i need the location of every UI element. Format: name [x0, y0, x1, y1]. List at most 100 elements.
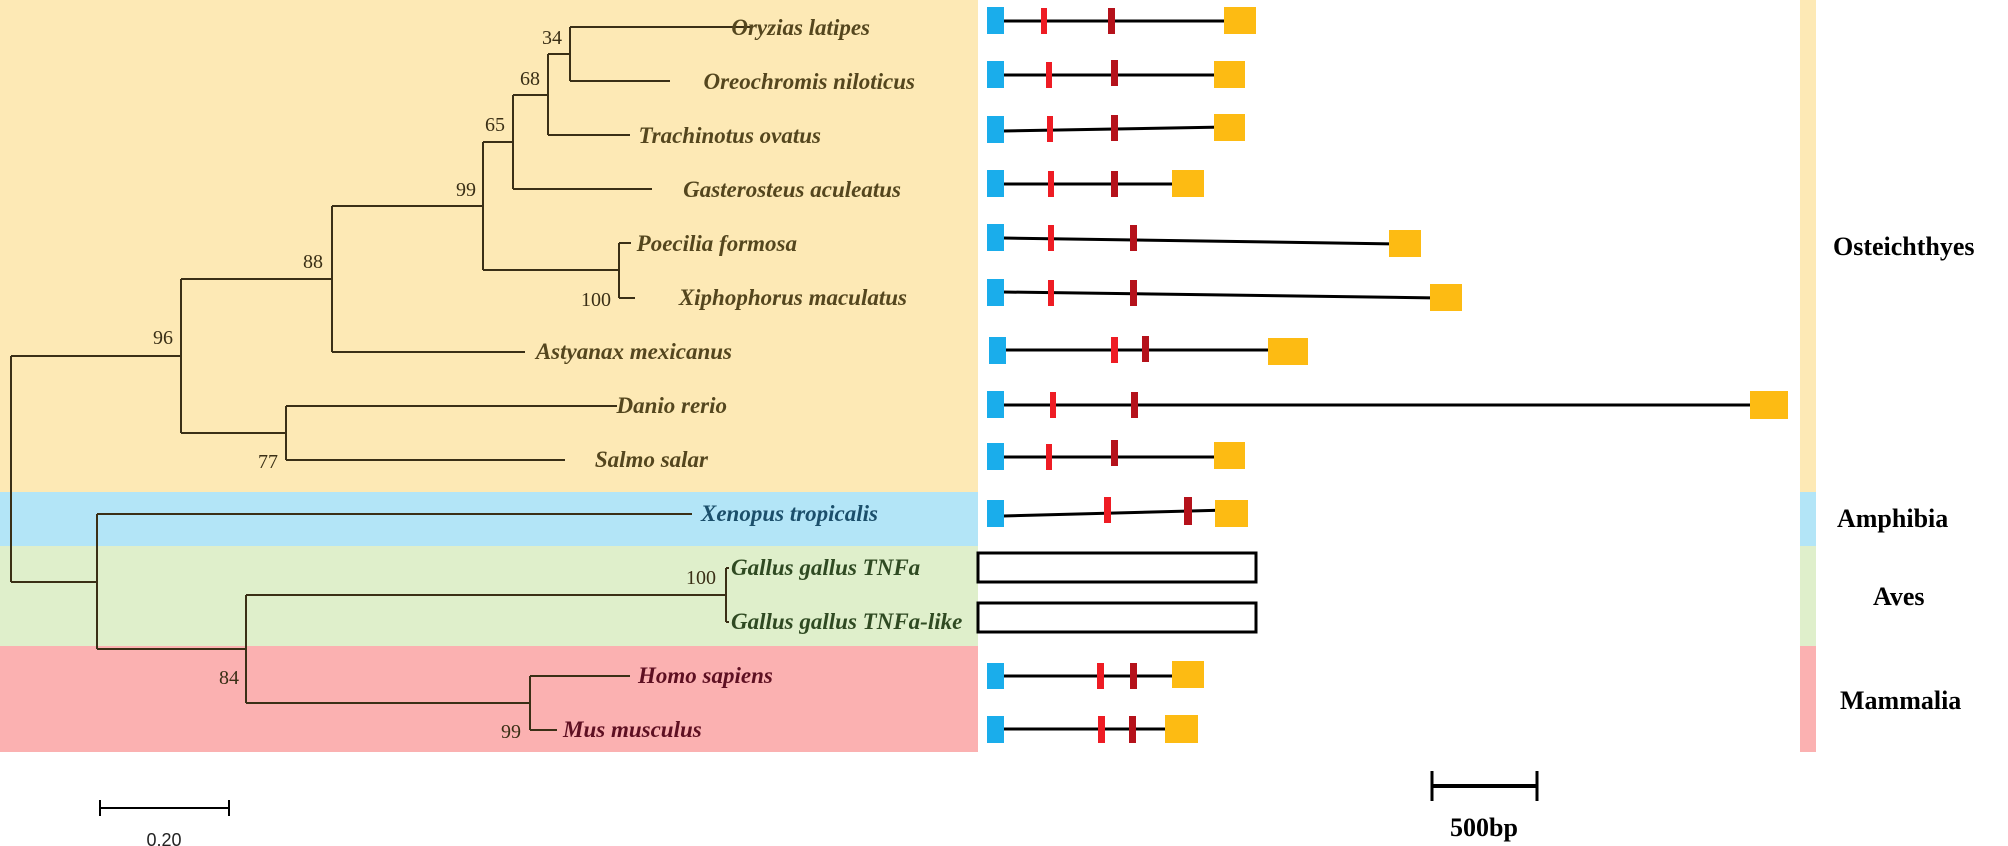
clade-label-aves: Aves — [1873, 582, 1925, 611]
gene-xenopus — [987, 497, 1248, 527]
marker-bright — [1046, 62, 1052, 88]
marker-bright — [1050, 392, 1056, 418]
gene-oreochromis — [987, 60, 1245, 88]
marker-dark — [1130, 663, 1137, 689]
species-label: Poecilia formosa — [636, 231, 797, 256]
species-labels: Oryzias latipes Oreochromis niloticus Tr… — [534, 15, 915, 526]
bootstrap-value: 99 — [456, 179, 476, 201]
species-labels-left-aligned: Gallus gallus TNFa Gallus gallus TNFa-li… — [562, 555, 962, 742]
clade-label-mammalia: Mammalia — [1840, 686, 1961, 715]
gene-scale-bar: 500bp — [1430, 771, 1539, 842]
species-label: Xenopus tropicalis — [700, 501, 878, 526]
signal-peptide — [987, 61, 1004, 88]
marker-bright — [1047, 116, 1053, 142]
gene-trachinotus — [987, 114, 1245, 143]
signal-peptide — [987, 500, 1004, 527]
tnf-domain — [1214, 442, 1245, 469]
marker-bright — [1048, 280, 1054, 306]
bootstrap-value: 84 — [219, 667, 239, 689]
marker-dark — [1111, 115, 1118, 141]
tnf-domain — [1165, 715, 1198, 743]
marker-bright — [1104, 497, 1111, 523]
marker-bright — [1111, 337, 1118, 363]
species-label: Astyanax mexicanus — [534, 339, 732, 364]
bootstrap-values: 34 68 65 99 88 96 100 77 100 84 99 — [153, 27, 716, 743]
signal-peptide — [987, 7, 1004, 34]
tnf-domain — [1750, 391, 1788, 419]
bootstrap-value: 77 — [258, 451, 278, 473]
signal-peptide — [987, 443, 1004, 470]
species-label: Gallus gallus TNFa-like — [731, 609, 962, 634]
bootstrap-value: 100 — [686, 567, 716, 589]
clade-label-osteichthyes: Osteichthyes — [1833, 232, 1975, 261]
marker-dark — [1111, 440, 1118, 466]
signal-peptide — [987, 224, 1004, 251]
tnf-domain — [1214, 114, 1245, 141]
marker-bright — [1041, 8, 1047, 34]
gene-scale-label: 500bp — [1450, 813, 1518, 842]
species-label: Gallus gallus TNFa — [731, 555, 920, 580]
gene-oryzias — [987, 7, 1256, 34]
marker-dark — [1131, 392, 1138, 418]
marker-dark — [1111, 60, 1118, 86]
gene-poecilia — [987, 224, 1421, 257]
tnf-domain — [1172, 170, 1204, 197]
marker-bright — [1097, 663, 1104, 689]
tnf-domain — [1214, 61, 1245, 88]
marker-dark — [1184, 497, 1192, 525]
marker-bright — [1046, 444, 1052, 470]
gene-danio — [987, 391, 1788, 419]
signal-peptide — [987, 663, 1004, 689]
clade-labels: Osteichthyes Amphibia Aves Mammalia — [1833, 232, 1975, 715]
marker-bright — [1048, 171, 1054, 197]
amphibia-band — [0, 492, 978, 546]
gene-mus — [987, 715, 1198, 743]
marker-dark — [1130, 280, 1137, 306]
amphibia-strip — [1800, 492, 1816, 546]
marker-dark — [1130, 225, 1137, 251]
bootstrap-value: 65 — [485, 114, 505, 136]
tnf-domain — [1224, 7, 1256, 34]
species-label: Oryzias latipes — [731, 15, 870, 40]
gene-gasterosteus — [987, 170, 1204, 197]
marker-dark — [1129, 716, 1136, 743]
gene-structures — [976, 7, 1788, 743]
species-label: Xiphophorus maculatus — [678, 285, 907, 310]
species-label: Salmo salar — [595, 447, 709, 472]
clade-label-amphibia: Amphibia — [1837, 504, 1948, 533]
bootstrap-value: 34 — [542, 27, 562, 49]
gene-gallus-tnfa — [976, 551, 1258, 584]
gene-gallus-tnfa-like — [976, 601, 1258, 634]
tnf-domain — [1172, 661, 1204, 688]
mammalia-strip — [1800, 646, 1816, 752]
marker-bright — [1048, 225, 1054, 251]
gene-xiphophorus — [987, 279, 1462, 311]
species-label: Trachinotus ovatus — [638, 123, 821, 148]
signal-peptide — [987, 170, 1004, 197]
osteichthyes-strip — [1800, 0, 1816, 492]
bootstrap-value: 99 — [501, 721, 521, 743]
species-label: Mus musculus — [562, 717, 702, 742]
gene-salmo — [987, 440, 1245, 470]
marker-dark — [1142, 336, 1149, 362]
species-label: Danio rerio — [615, 393, 727, 418]
signal-peptide — [989, 337, 1006, 364]
species-label: Oreochromis niloticus — [703, 69, 915, 94]
species-label: Gasterosteus aculeatus — [683, 177, 901, 202]
signal-peptide — [987, 391, 1004, 418]
tnf-domain — [1268, 338, 1308, 365]
tnf-domain — [1215, 500, 1248, 527]
tnf-domain — [1430, 284, 1462, 311]
tnf-domain — [1389, 230, 1421, 257]
tree-scale-bar: 0.20 — [99, 800, 230, 846]
species-label: Homo sapiens — [637, 663, 773, 688]
marker-dark — [1111, 171, 1118, 197]
signal-peptide — [987, 279, 1004, 306]
tree-scale-label: 0.20 — [146, 830, 181, 846]
signal-peptide — [987, 116, 1004, 143]
signal-peptide — [987, 716, 1004, 743]
bootstrap-value: 68 — [520, 68, 540, 90]
mammalia-band — [0, 646, 978, 752]
gene-homo — [987, 661, 1204, 689]
